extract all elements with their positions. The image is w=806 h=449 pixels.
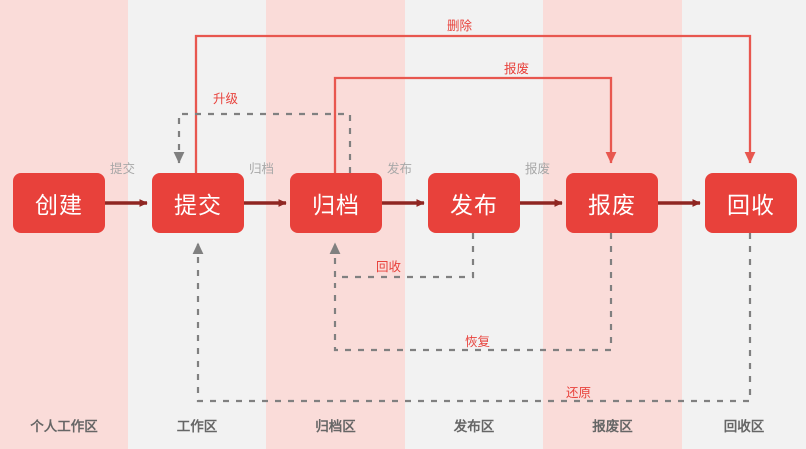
- edge-label-archive: 归档: [249, 162, 275, 176]
- lane-label-recycle: 回收区: [723, 419, 765, 434]
- edge-label-upgrade: 升级: [213, 92, 239, 106]
- edge-delete-submit-to-recycle: [194, 34, 756, 173]
- node-archive[interactable]: 归档: [290, 173, 382, 233]
- node-create[interactable]: 创建: [13, 173, 105, 233]
- edge-label-retrieve: 回收: [376, 260, 402, 274]
- node-submit[interactable]: 提交: [152, 173, 244, 233]
- lane-label-personal-workspace: 个人工作区: [30, 419, 98, 434]
- lane-label-workspace: 工作区: [176, 419, 218, 434]
- lane-label-scrap: 报废区: [592, 419, 633, 434]
- edge-label-revert: 还原: [566, 386, 592, 400]
- lane-label-publish: 发布区: [453, 419, 495, 434]
- node-publish[interactable]: 发布: [428, 173, 520, 233]
- edge-label-publish: 发布: [387, 162, 413, 176]
- edge-label-discard: 报废: [504, 62, 530, 76]
- lane-label-archive: 归档区: [315, 419, 356, 434]
- edge-label-restore: 恢复: [465, 335, 491, 349]
- edge-revert-recycle-to-submit: [192, 233, 752, 403]
- node-scrap[interactable]: 报废: [566, 173, 658, 233]
- edge-label-submit: 提交: [110, 162, 136, 176]
- edge-discard-archive-to-scrap: [333, 76, 617, 173]
- edge-upgrade-archive-to-submit: [173, 112, 352, 173]
- edge-retrieve-publish-to-archive: [329, 233, 475, 279]
- edge-label-delete: 删除: [447, 19, 473, 33]
- edge-label-scrap: 报废: [525, 162, 551, 176]
- node-recycle[interactable]: 回收: [705, 173, 797, 233]
